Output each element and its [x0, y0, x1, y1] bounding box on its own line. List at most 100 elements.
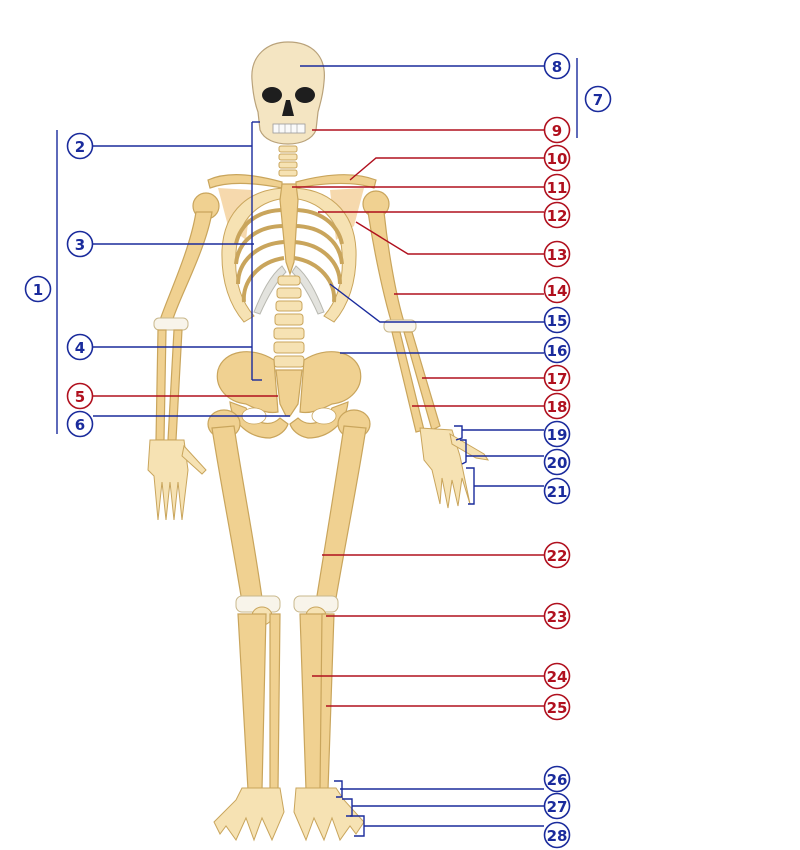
label-number-26: 26 — [547, 771, 568, 789]
label-number-4: 4 — [75, 339, 85, 357]
label-13: 13 — [543, 240, 571, 268]
label-10: 10 — [543, 144, 571, 172]
label-circle-23 — [543, 602, 571, 630]
label-20: 20 — [543, 448, 571, 476]
left-clavicle — [207, 174, 283, 189]
label-circle-11 — [543, 173, 571, 201]
label-number-15: 15 — [547, 312, 568, 330]
label-circle-21 — [543, 477, 571, 505]
leader-line-19-1 — [454, 425, 463, 441]
label-number-2: 2 — [75, 138, 85, 156]
leader-line-21-1 — [466, 467, 475, 505]
label-12: 12 — [543, 201, 571, 229]
label-circle-4 — [66, 333, 94, 361]
label-24: 24 — [543, 662, 571, 690]
label-number-9: 9 — [552, 122, 562, 140]
label-17: 17 — [543, 364, 571, 392]
label-circle-22 — [543, 541, 571, 569]
label-number-8: 8 — [552, 58, 562, 76]
skeleton-illustration — [147, 41, 490, 842]
label-21: 21 — [543, 477, 571, 505]
label-number-3: 3 — [75, 236, 85, 254]
label-4: 4 — [66, 333, 94, 361]
label-23: 23 — [543, 602, 571, 630]
skull — [251, 41, 325, 145]
label-number-24: 24 — [547, 668, 568, 686]
label-14: 14 — [543, 276, 571, 304]
label-25: 25 — [543, 693, 571, 721]
left-arm — [147, 192, 220, 521]
label-circle-27 — [543, 792, 571, 820]
label-circle-2 — [66, 132, 94, 160]
label-number-11: 11 — [547, 179, 568, 197]
label-19: 19 — [543, 420, 571, 448]
label-number-5: 5 — [75, 388, 85, 406]
label-circle-9 — [543, 116, 571, 144]
label-circle-12 — [543, 201, 571, 229]
label-15: 15 — [543, 306, 571, 334]
label-number-21: 21 — [547, 483, 568, 501]
label-circle-26 — [543, 765, 571, 793]
label-circle-7 — [584, 85, 612, 113]
leader-lines — [56, 58, 578, 837]
label-3: 3 — [66, 230, 94, 258]
leader-line-20-1 — [460, 439, 467, 465]
sacrum — [275, 369, 303, 417]
label-circle-16 — [543, 336, 571, 364]
label-number-19: 19 — [547, 426, 568, 444]
label-28: 28 — [543, 821, 571, 849]
label-number-25: 25 — [547, 699, 568, 717]
label-circle-17 — [543, 364, 571, 392]
label-number-12: 12 — [547, 207, 568, 225]
label-1: 1 — [24, 275, 52, 303]
label-number-16: 16 — [547, 342, 568, 360]
label-7: 7 — [584, 85, 612, 113]
label-27: 27 — [543, 792, 571, 820]
cervical-vertebrae — [278, 145, 298, 177]
label-16: 16 — [543, 336, 571, 364]
label-number-7: 7 — [593, 91, 603, 109]
leader-line-27-1 — [342, 798, 353, 817]
label-9: 9 — [543, 116, 571, 144]
sternum — [279, 183, 299, 276]
right-leg — [293, 409, 371, 842]
leader-line-13 — [355, 221, 544, 255]
label-number-28: 28 — [547, 827, 568, 845]
label-number-17: 17 — [547, 370, 568, 388]
label-number-22: 22 — [547, 547, 568, 565]
label-number-1: 1 — [33, 281, 43, 299]
label-circle-15 — [543, 306, 571, 334]
label-number-23: 23 — [547, 608, 568, 626]
label-number-10: 10 — [547, 150, 568, 168]
label-circle-24 — [543, 662, 571, 690]
label-22: 22 — [543, 541, 571, 569]
label-26: 26 — [543, 765, 571, 793]
spine — [273, 275, 305, 368]
label-circle-1 — [24, 275, 52, 303]
leader-line-26-1 — [334, 780, 343, 798]
label-circle-18 — [543, 392, 571, 420]
label-8: 8 — [543, 52, 571, 80]
left-leg — [207, 409, 285, 842]
label-circle-10 — [543, 144, 571, 172]
label-number-27: 27 — [547, 798, 568, 816]
label-number-14: 14 — [547, 282, 568, 300]
label-number-18: 18 — [547, 398, 568, 416]
pelvis — [216, 351, 362, 439]
label-number-20: 20 — [547, 454, 568, 472]
labels: 1234567891011121314151617181920212223242… — [24, 52, 612, 849]
label-circle-25 — [543, 693, 571, 721]
label-circle-6 — [66, 410, 94, 438]
label-18: 18 — [543, 392, 571, 420]
leader-line-15 — [329, 283, 544, 323]
leader-line-10 — [349, 157, 544, 181]
label-circle-28 — [543, 821, 571, 849]
label-5: 5 — [66, 382, 94, 410]
label-2: 2 — [66, 132, 94, 160]
label-number-13: 13 — [547, 246, 568, 264]
leader-line-28-1 — [350, 815, 365, 837]
label-circle-13 — [543, 240, 571, 268]
label-circle-8 — [543, 52, 571, 80]
label-6: 6 — [66, 410, 94, 438]
